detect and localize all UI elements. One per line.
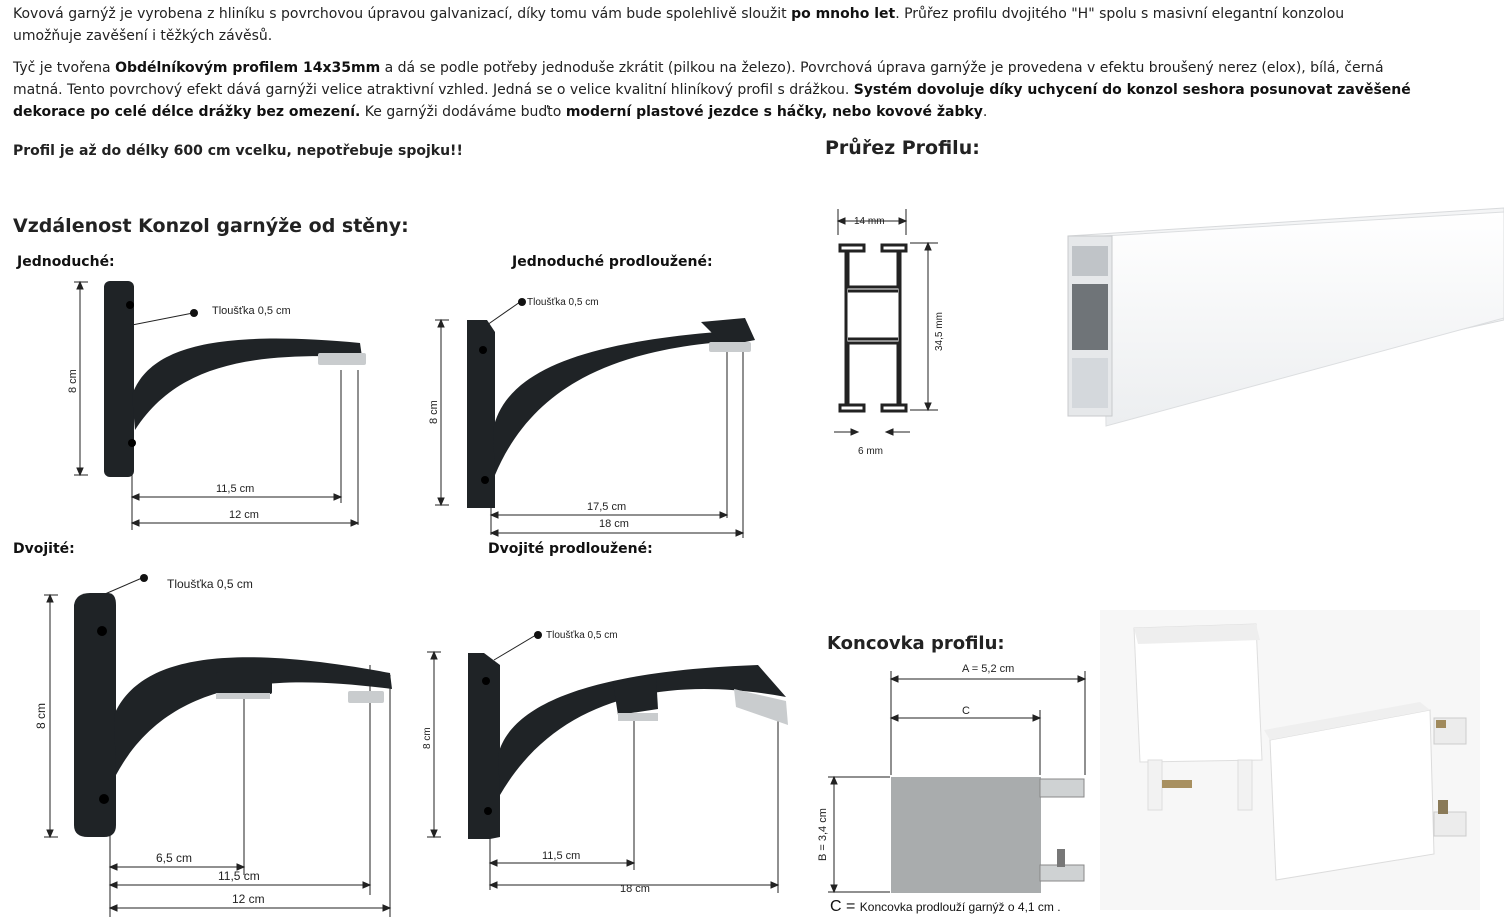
profile-height-label: 34,5 mm (934, 312, 945, 351)
double-ext-dim-1: 11,5 cm (542, 850, 580, 862)
endcap-photo-image (1100, 610, 1480, 910)
system-bold: Systém dovoluje díky uchycení do konzol … (13, 82, 1411, 120)
distance-heading: Vzdálenost Konzol garnýže od stěny: (13, 215, 409, 237)
endcap-heading: Koncovka profilu: (827, 633, 1005, 654)
intro-paragraph-2: Tyč je tvořena Obdélníkovým profilem 14x… (13, 60, 1411, 120)
double-ext-dim-2: 18 cm (620, 883, 650, 895)
endcap-b-label: B = 3,4 cm (817, 808, 829, 861)
double-dim-0: 6,5 cm (156, 851, 192, 865)
single-thickness-label: Tloušťka 0,5 cm (212, 305, 291, 317)
double-bracket-diagram: Tloušťka 0,5 cm 8 cm 6,5 cm 11,5 cm 12 c… (34, 574, 392, 917)
double-thickness-label: Tloušťka 0,5 cm (167, 577, 253, 591)
profile-heading: Průřez Profilu: (825, 137, 980, 159)
double-ext-wall-plate (468, 653, 500, 839)
single-ext-dim-2: 18 cm (599, 518, 629, 530)
double-ext-height-label: 8 cm (422, 727, 433, 749)
single-bracket-wall-plate (104, 281, 134, 477)
double-arm (114, 657, 392, 775)
profile-cross-section: 14 mm 34,5 mm 6 mm (834, 209, 945, 457)
single-height-label: 8 cm (67, 369, 79, 393)
double-ext-bracket-diagram: Tloušťka 0,5 cm 8 cm 11,5 cm 18 cm (422, 630, 788, 895)
slider-block (318, 353, 366, 365)
double-title: Dvojité: (13, 541, 75, 557)
double-dim-2: 12 cm (232, 892, 265, 906)
endcap-a-label: A = 5,2 cm (962, 663, 1014, 675)
single-ext-thickness-label: Tloušťka 0,5 cm (527, 297, 599, 308)
endcap-diagram: A = 5,2 cm C B = 3,4 cm (817, 663, 1087, 894)
single-ext-dim-1: 17,5 cm (587, 501, 626, 513)
double-ext-title: Dvojité prodloužené: (488, 541, 653, 557)
single-ext-arm (493, 330, 755, 475)
thickness-pointer-dot (190, 309, 198, 317)
single-bracket-diagram: Tloušťka 0,5 cm 8 cm 11,5 cm 12 cm (67, 280, 366, 530)
intro-bold-1: po mnoho let (791, 6, 896, 22)
accessories-bold: moderní plastové jezdce s háčky, nebo ko… (565, 104, 983, 120)
intro-paragraph-1: Kovová garnýž je vyrobena z hliníku s po… (13, 6, 1345, 44)
intro-paragraph-3: Profil je až do délky 600 cm vcelku, nep… (13, 143, 463, 159)
endcap-caption-letter: C = (830, 898, 856, 915)
double-wall-plate (74, 593, 116, 837)
single-dim-2: 12 cm (229, 509, 259, 521)
endcap-body (891, 777, 1041, 893)
endcap-caption: C = Koncovka prodlouží garnýž o 4,1 cm . (830, 898, 1061, 916)
double-dim-1: 11,5 cm (218, 869, 260, 883)
single-ext-bracket-diagram: Tloušťka 0,5 cm 8 cm 17,5 cm 18 cm (428, 297, 755, 538)
h-profile-shape (838, 243, 908, 413)
endcap-caption-text: Koncovka prodlouží garnýž o 4,1 cm . (859, 900, 1061, 914)
single-bracket-arm (132, 338, 362, 430)
single-ext-wall-plate (467, 320, 495, 508)
endcap-c-label: C (962, 705, 970, 717)
single-title: Jednoduché: (17, 254, 115, 270)
profile-slot-label: 6 mm (858, 446, 883, 457)
profile-size-bold: Obdélníkovým profilem 14x35mm (115, 60, 381, 76)
profile-render-image (1067, 207, 1504, 427)
double-ext-thickness-label: Tloušťka 0,5 cm (546, 630, 618, 641)
double-height-label: 8 cm (34, 703, 48, 729)
profile-width-label: 14 mm (854, 216, 885, 227)
single-dim-1: 11,5 cm (216, 483, 254, 495)
single-ext-title: Jednoduché prodloužené: (512, 254, 713, 270)
double-ext-arm (498, 665, 786, 795)
single-ext-height-label: 8 cm (428, 400, 440, 424)
